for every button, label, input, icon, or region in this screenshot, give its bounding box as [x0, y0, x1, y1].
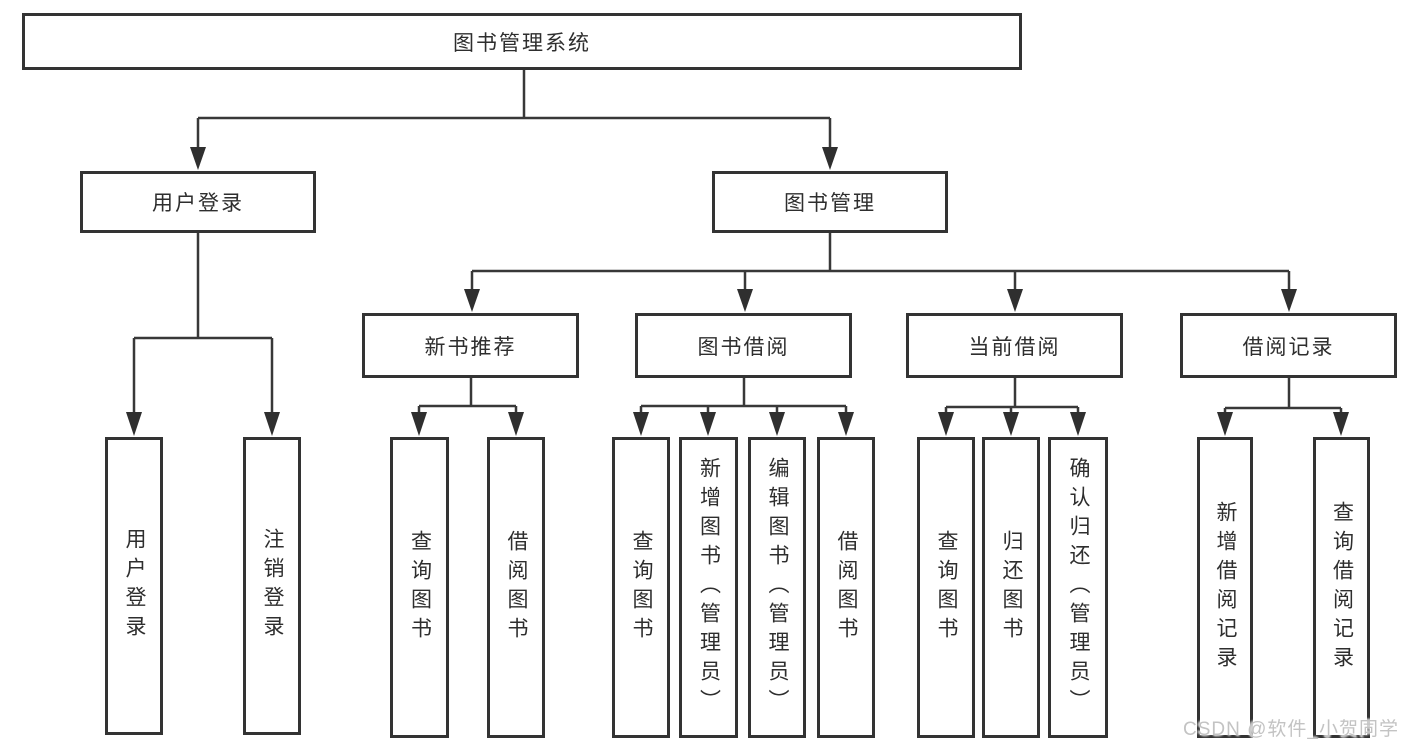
leaf-query-books-recommend: 查询图书	[390, 437, 449, 738]
node-user-login: 用户登录	[80, 171, 316, 233]
leaf-query-borrow-record: 查询借阅记录	[1313, 437, 1370, 738]
leaf-return-books: 归还图书	[982, 437, 1040, 738]
leaf-user-login: 用户登录	[105, 437, 163, 735]
node-root: 图书管理系统	[22, 13, 1022, 70]
node-book-borrowing: 图书借阅	[635, 313, 852, 378]
connector-root-to-level2	[196, 70, 832, 148]
connector-current-borrowing-to-leaves	[944, 378, 1080, 414]
leaf-add-borrow-record: 新增借阅记录	[1197, 437, 1253, 738]
connector-borrow-records-to-leaves	[1223, 378, 1343, 414]
arrowheads	[126, 147, 1349, 436]
node-borrow-records: 借阅记录	[1180, 313, 1397, 378]
leaf-query-books-current: 查询图书	[917, 437, 975, 738]
connector-book-borrowing-to-leaves	[639, 378, 848, 414]
leaf-confirm-return-admin: 确认归还（管理员）	[1048, 437, 1108, 738]
leaf-borrow-books: 借阅图书	[817, 437, 875, 738]
leaf-logout: 注销登录	[243, 437, 301, 735]
leaf-add-books-admin: 新增图书（管理员）	[679, 437, 738, 738]
leaf-borrow-books-recommend: 借阅图书	[487, 437, 545, 738]
connector-new-book-to-leaves	[417, 378, 518, 414]
leaf-edit-books-admin: 编辑图书（管理员）	[748, 437, 806, 738]
connector-book-management-to-level3	[470, 233, 1291, 290]
node-new-book-recommend: 新书推荐	[362, 313, 579, 378]
node-book-management: 图书管理	[712, 171, 948, 233]
node-current-borrowing: 当前借阅	[906, 313, 1123, 378]
leaf-query-books-borrowing: 查询图书	[612, 437, 670, 738]
connector-user-login-to-leaves	[132, 233, 274, 414]
watermark: CSDN @软件_小贺同学	[1183, 719, 1399, 740]
